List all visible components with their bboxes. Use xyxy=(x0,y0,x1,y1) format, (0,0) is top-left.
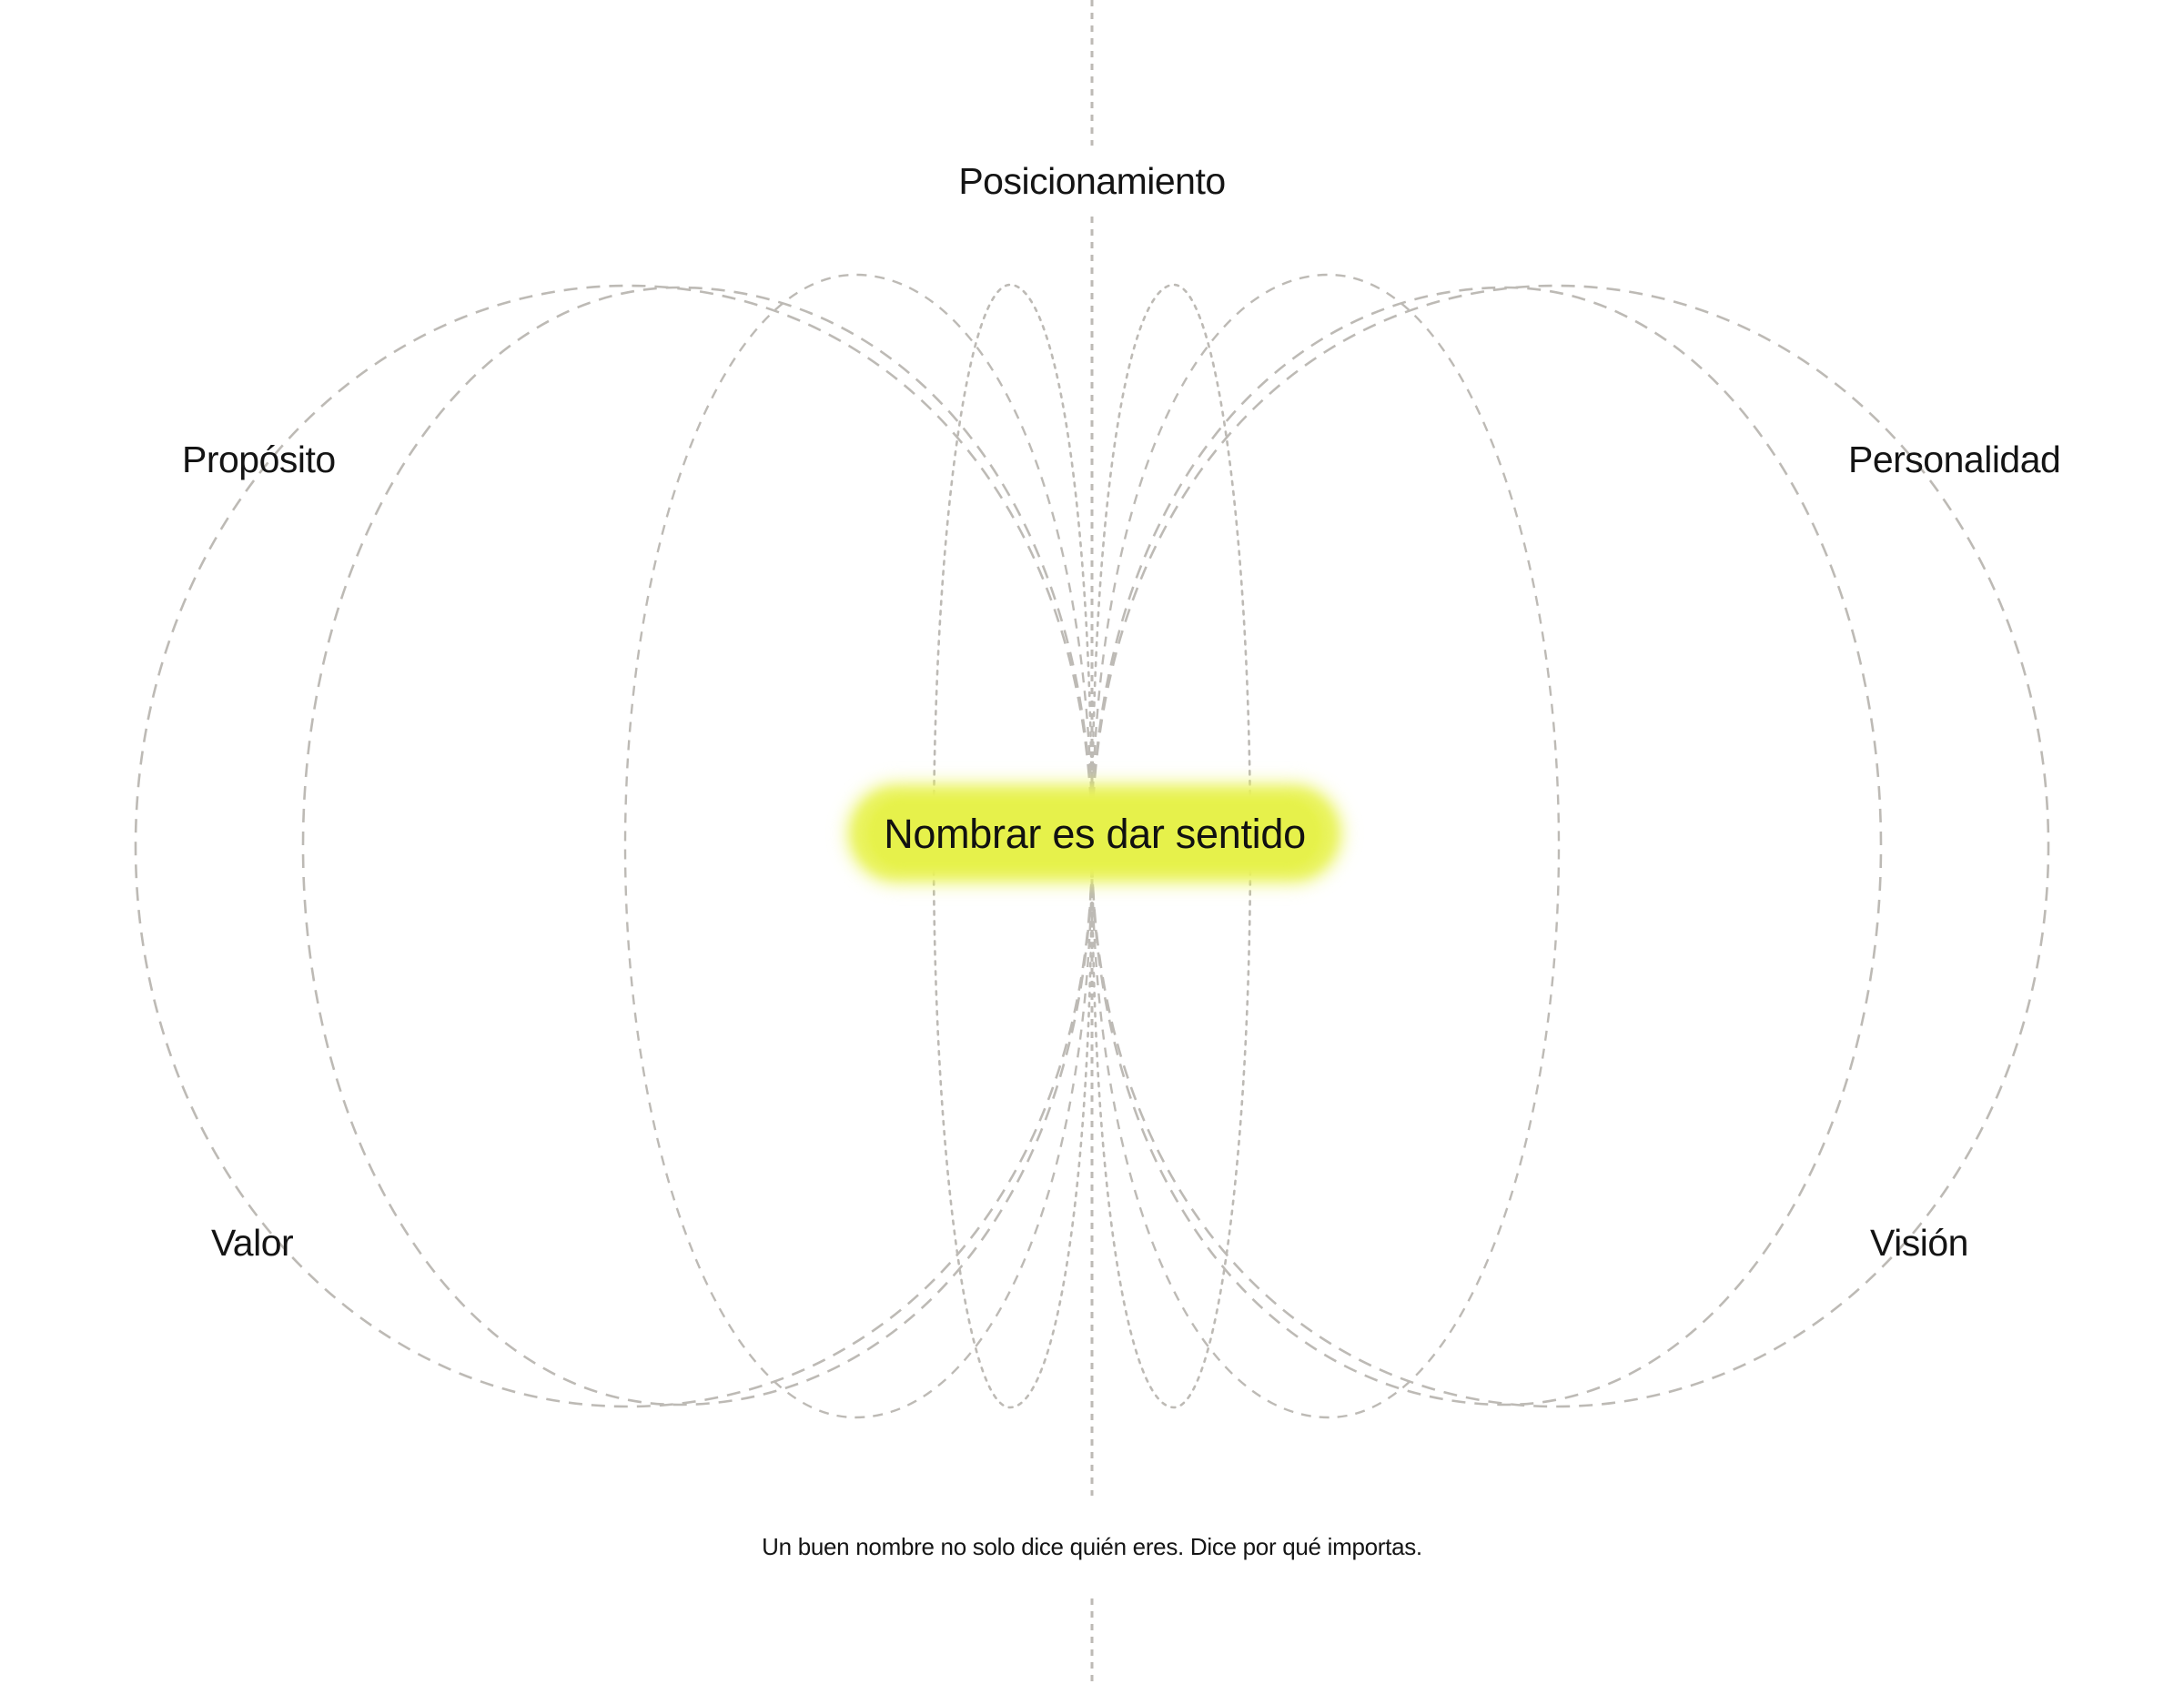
label-personalidad: Personalidad xyxy=(1848,439,2061,480)
label-vision: Visión xyxy=(1870,1222,1968,1264)
right-second-loop xyxy=(1090,286,1883,1407)
left-inner-loop xyxy=(932,283,1094,1409)
left-third-loop xyxy=(623,273,1094,1419)
label-posicionamiento: Posicionamiento xyxy=(958,160,1226,202)
center-highlight-pill: Nombrar es dar sentido xyxy=(852,788,1338,879)
caption-text: Un buen nombre no solo dice quién eres. … xyxy=(762,1533,1422,1560)
highlight-core xyxy=(868,799,1321,868)
left-outer-loop xyxy=(134,284,1094,1408)
right-third-loop xyxy=(1090,273,1561,1419)
field-loops xyxy=(134,273,2050,1419)
left-second-loop xyxy=(301,286,1094,1407)
center-label: Nombrar es dar sentido xyxy=(884,810,1306,857)
right-inner-loop xyxy=(1090,283,1252,1409)
label-proposito: Propósito xyxy=(182,439,336,480)
right-outer-loop xyxy=(1090,284,2050,1408)
label-valor: Valor xyxy=(211,1222,294,1264)
